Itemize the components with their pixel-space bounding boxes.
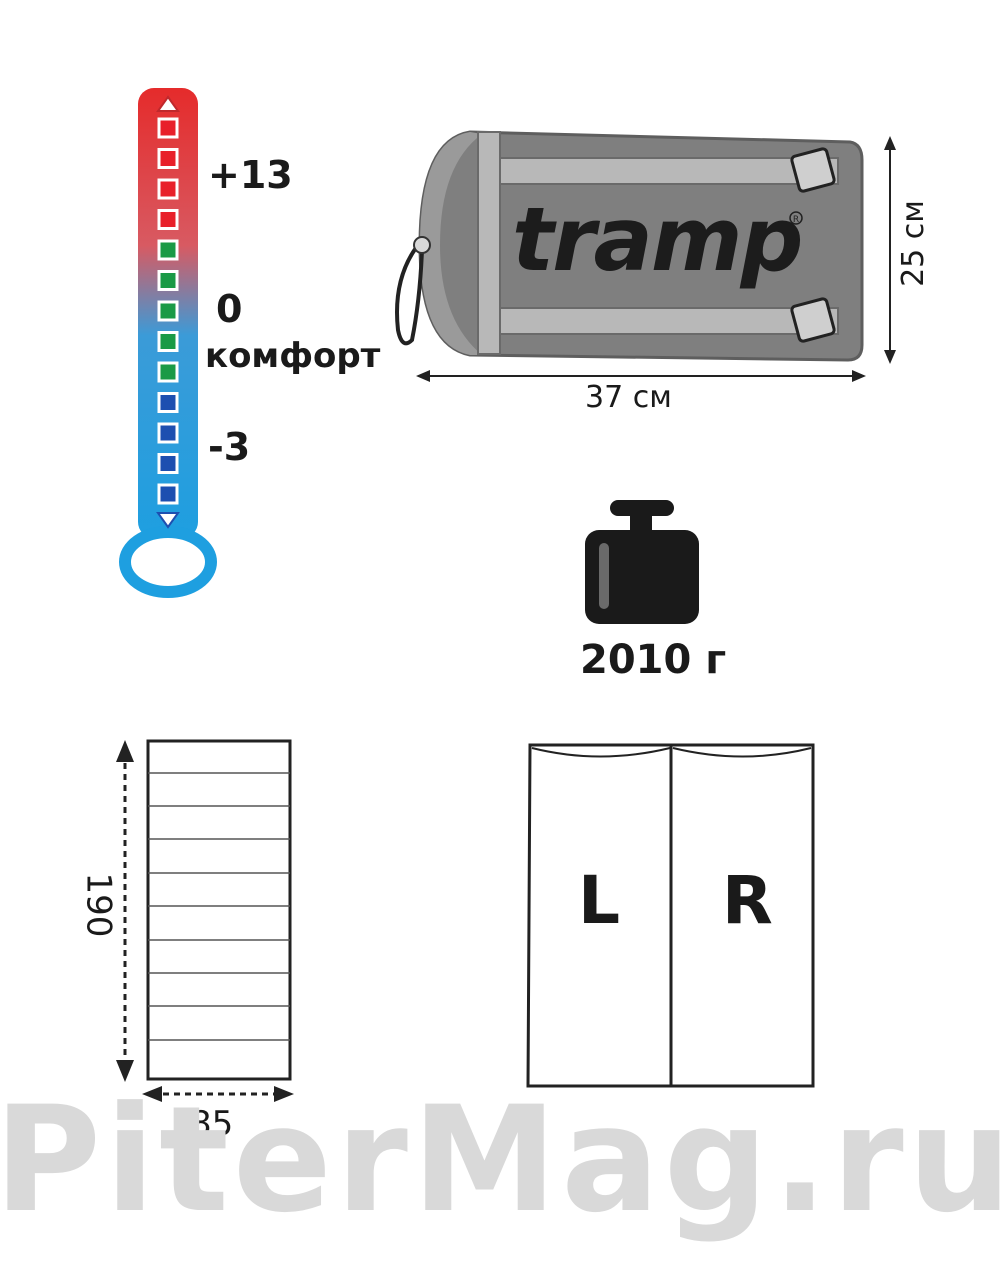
buckle-bottom xyxy=(790,297,836,343)
brand-logo: tramp xyxy=(512,188,804,291)
packed-width-label: 37 см xyxy=(585,380,672,415)
bag-width-label: 85 xyxy=(190,1104,234,1144)
thermometer-square-blue xyxy=(157,483,179,505)
thermometer-square-green xyxy=(157,300,179,322)
watermark-text: PiterMag.ru xyxy=(0,1075,1000,1245)
thermometer-square-red xyxy=(157,117,179,139)
temp-comfort-value: 0 xyxy=(216,287,243,331)
thermometer-square-green xyxy=(157,270,179,291)
temp-max-label: +13 xyxy=(208,153,293,197)
drawcord xyxy=(395,238,424,346)
zipper-right-label: R xyxy=(722,862,773,939)
thermometer-square-red xyxy=(157,178,179,200)
thermometer-down-arrow xyxy=(156,512,180,529)
watermark: PiterMag.ru xyxy=(0,1080,1000,1260)
svg-text:R: R xyxy=(793,215,799,225)
thermometer-square-blue xyxy=(157,453,179,474)
thermometer-up-arrow xyxy=(156,95,180,112)
strap-top xyxy=(477,157,839,185)
thermometer-square-blue xyxy=(157,392,179,413)
thermometer-square-green xyxy=(157,331,179,352)
temp-min-label: -3 xyxy=(208,425,251,469)
thermometer-square-red xyxy=(157,209,179,230)
thermometer-square-green xyxy=(157,361,179,383)
weight-label: 2010 г xyxy=(580,637,727,683)
thermometer-square-blue xyxy=(157,422,179,444)
zipper-left-label: L xyxy=(578,862,621,939)
thermometer-square-red xyxy=(157,148,179,169)
thermometer-bulb xyxy=(119,526,217,598)
buckle-top xyxy=(790,147,836,193)
strap-vertical xyxy=(477,131,501,355)
temp-comfort-label: комфорт xyxy=(205,336,381,376)
thermometer-square-green xyxy=(157,239,179,261)
